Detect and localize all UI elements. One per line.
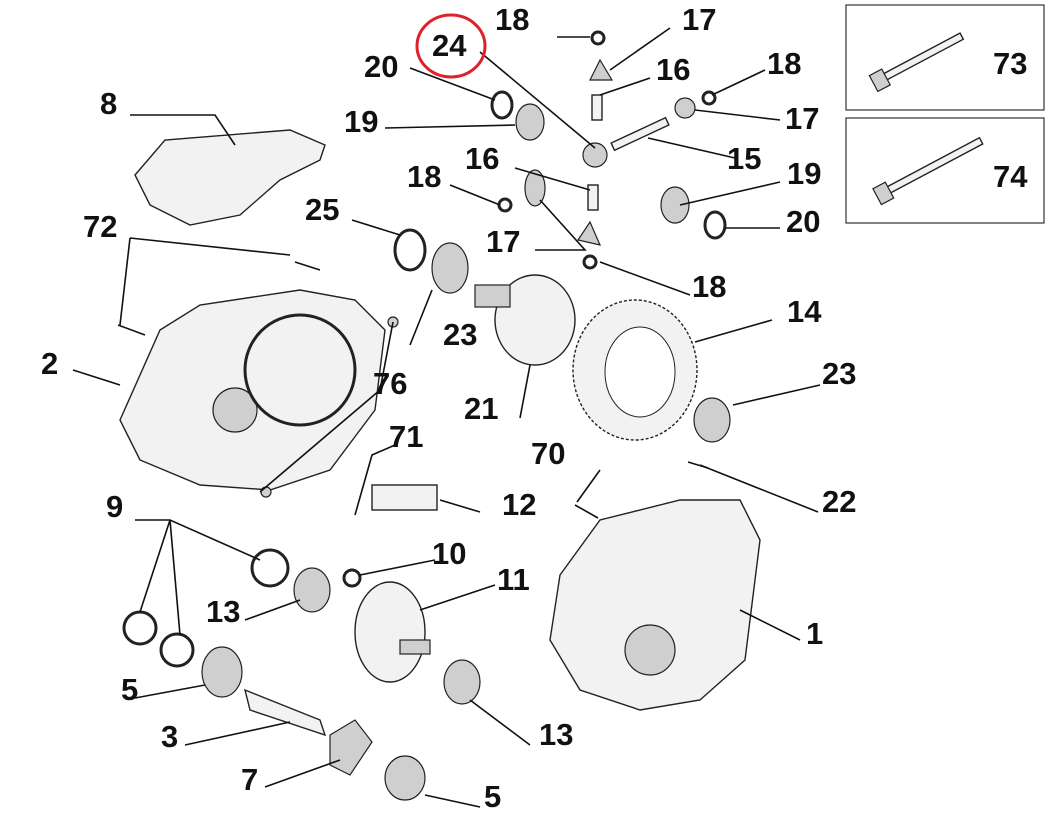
label-20[interactable]: 20 [786,204,820,239]
label-19[interactable]: 19 [787,156,821,191]
housing-2 [119,289,386,491]
label-16[interactable]: 16 [656,52,690,87]
part-labels: 18 17 24 20 16 18 73 8 19 17 15 16 18 19… [41,2,1028,814]
label-17[interactable]: 17 [682,2,716,37]
label-15[interactable]: 15 [727,141,761,176]
label-13[interactable]: 13 [539,717,573,752]
bolts [117,261,709,519]
ring-gear-14 [572,299,698,441]
highlight-circle-24 [415,13,487,79]
label-16[interactable]: 16 [465,141,499,176]
leader-lines [72,27,821,808]
label-19[interactable]: 19 [344,104,378,139]
seals [122,228,731,801]
label-12[interactable]: 12 [502,487,536,522]
housing-1 [549,499,761,711]
label-13[interactable]: 13 [206,594,240,629]
label-14[interactable]: 14 [787,294,822,329]
label-7[interactable]: 7 [241,762,258,797]
label-70[interactable]: 70 [531,436,565,471]
label-9[interactable]: 9 [106,489,123,524]
label-73[interactable]: 73 [993,46,1027,81]
label-72[interactable]: 72 [83,209,117,244]
label-18[interactable]: 18 [495,2,529,37]
label-8[interactable]: 8 [100,86,117,121]
label-5[interactable]: 5 [121,672,138,707]
label-5[interactable]: 5 [484,779,501,814]
label-18[interactable]: 18 [407,159,441,194]
label-24[interactable]: 24 [432,28,467,63]
bolt-74-box [845,117,1045,224]
label-17[interactable]: 17 [785,101,819,136]
shafts [243,581,431,776]
small-diff-gears [490,30,727,270]
label-2[interactable]: 2 [41,346,58,381]
label-21[interactable]: 21 [464,391,498,426]
label-3[interactable]: 3 [161,719,178,754]
bolt-73-box [845,4,1045,111]
label-1[interactable]: 1 [806,616,823,651]
label-18[interactable]: 18 [692,269,726,304]
label-71[interactable]: 71 [389,419,423,454]
label-22[interactable]: 22 [822,484,856,519]
label-25[interactable]: 25 [305,192,339,227]
label-20[interactable]: 20 [364,49,398,84]
label-23[interactable]: 23 [443,317,477,352]
diff-case-21 [474,274,576,366]
label-17[interactable]: 17 [486,224,520,259]
label-23[interactable]: 23 [822,356,856,391]
label-10[interactable]: 10 [432,536,466,571]
housing-cover-8 [134,129,326,226]
label-76[interactable]: 76 [373,366,407,401]
label-18[interactable]: 18 [767,46,801,81]
label-74[interactable]: 74 [993,159,1028,194]
label-11[interactable]: 11 [497,562,530,597]
